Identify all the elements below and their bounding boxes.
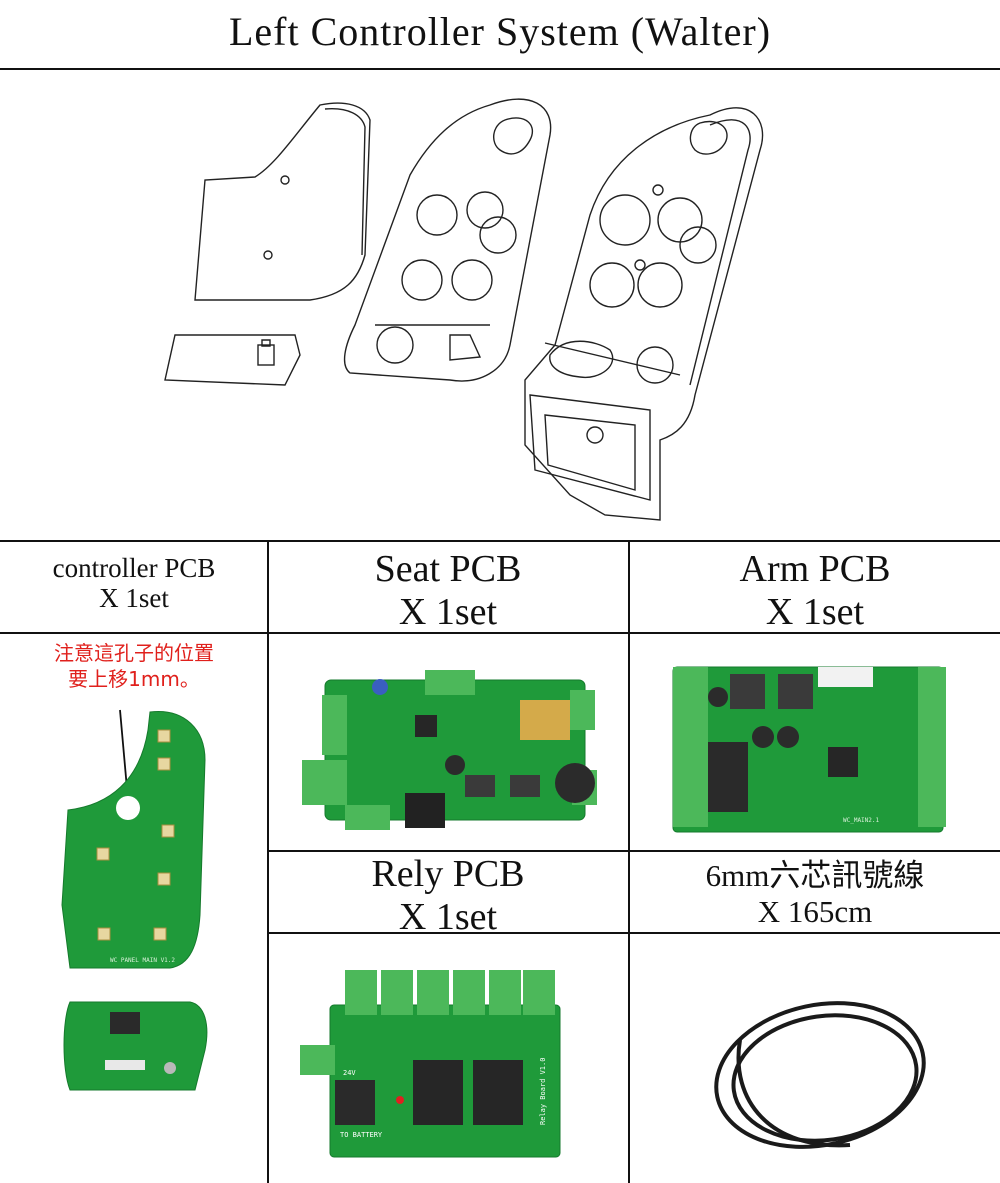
controller-panel-silkscreen: WC PANEL MAIN V1.2 [110, 957, 175, 964]
arm-pcb-photo: WC_MAIN2.1 [672, 666, 946, 833]
cable-name: 6mm六芯訊號線 [705, 858, 925, 893]
table-header-divider [0, 632, 1000, 634]
controller-pcb-label: controller PCB X 1set [0, 553, 268, 613]
table-col-divider-2 [628, 540, 630, 1183]
controller-panel-hole [116, 796, 140, 820]
controller-pcb-photo: WC PANEL MAIN V1.2 [61, 709, 208, 1091]
rely-board-name: Relay Board V1.0 [539, 1058, 547, 1125]
table-mid-divider [268, 850, 1000, 852]
rely-pcb-name: Rely PCB [371, 853, 525, 895]
small-board-connector [110, 1012, 140, 1034]
table-mid-divider-2 [268, 932, 1000, 934]
title-divider [0, 68, 1000, 70]
hole-position-note: 注意這孔子的位置 要上移1mm。 [0, 640, 268, 692]
page-title: Left Controller System (Walter) [228, 9, 772, 54]
small-board-header [105, 1060, 145, 1070]
controller-panel-board [61, 711, 206, 969]
seat-pcb-label: Seat PCB X 1set [268, 548, 628, 633]
table-col-divider-1 [267, 540, 269, 1183]
rely-battery-text: TO BATTERY [340, 1131, 383, 1139]
seat-pcb-name: Seat PCB [374, 548, 522, 590]
arm-pcb-qty: X 1set [765, 590, 865, 633]
note-line-1: 注意這孔子的位置 [54, 641, 214, 665]
cable-qty: X 165cm [757, 893, 873, 929]
controller-pcb-qty: X 1set [99, 583, 169, 614]
note-line-2: 要上移1mm。 [68, 667, 200, 691]
rely-pcb-label: Rely PCB X 1set [268, 853, 628, 938]
arm-pcb-label: Arm PCB X 1set [630, 548, 1000, 633]
seat-pcb-photo [302, 670, 597, 830]
cable-label: 6mm六芯訊號線 X 165cm [630, 858, 1000, 929]
rely-pcb-qty: X 1set [398, 895, 498, 938]
arm-silkscreen: WC_MAIN2.1 [843, 817, 880, 824]
arm-pcb-name: Arm PCB [739, 548, 891, 590]
controller-pcb-name: controller PCB [52, 553, 216, 583]
rely-pcb-photo: TO BATTERY 24V Relay Board V1.0 [300, 970, 561, 1158]
cable-photo [714, 1001, 926, 1149]
table-top-border [0, 540, 1000, 542]
controller-exploded-drawing [164, 98, 764, 521]
seat-pcb-qty: X 1set [398, 590, 498, 633]
rely-voltage-text: 24V [343, 1069, 356, 1077]
